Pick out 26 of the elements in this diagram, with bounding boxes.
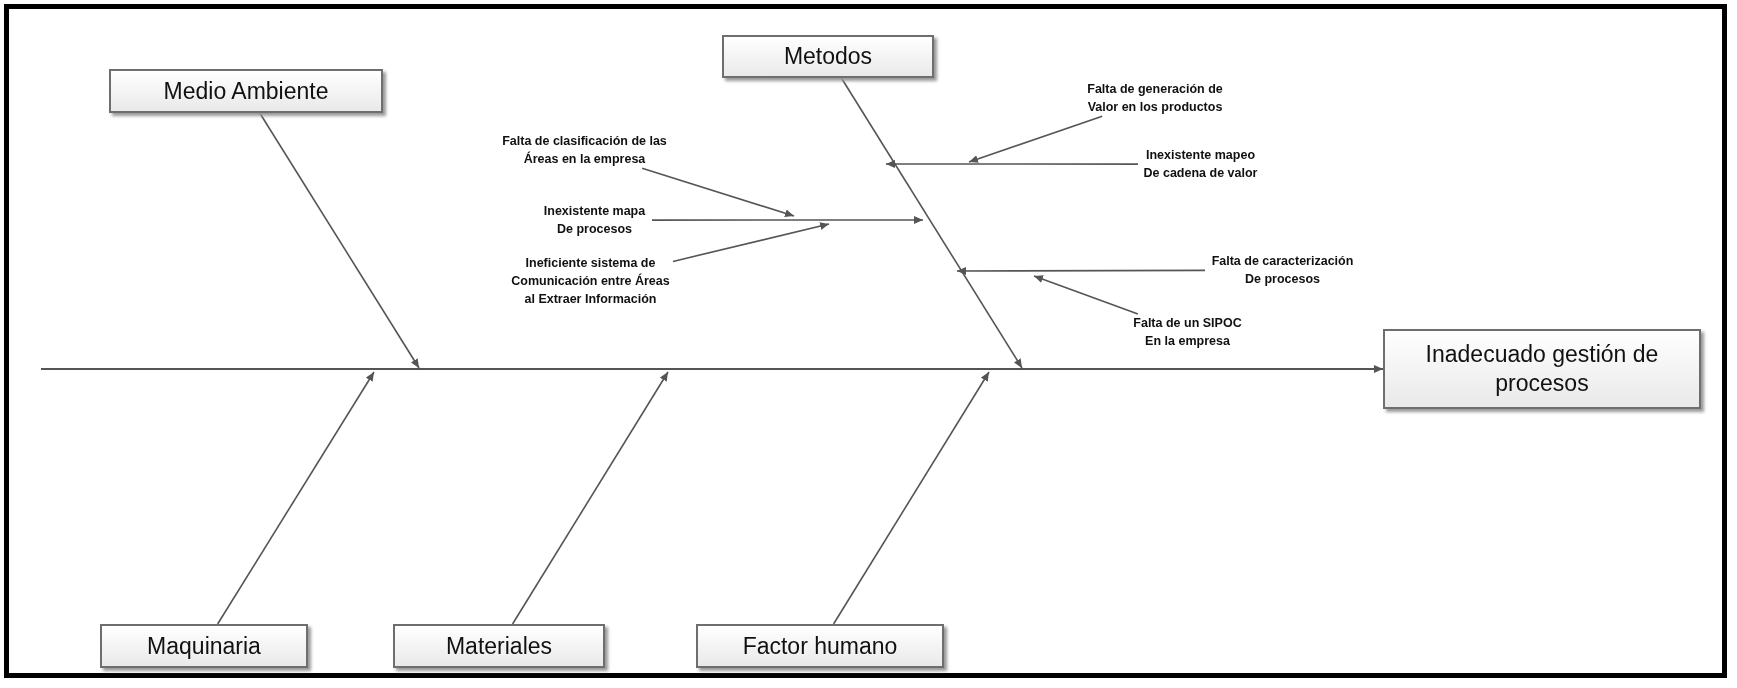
arrow bbox=[511, 371, 669, 625]
category-box: Factor humano bbox=[696, 624, 944, 668]
arrow bbox=[216, 371, 375, 625]
category-box: Medio Ambiente bbox=[109, 69, 383, 113]
cause-text: Inexistente mapeo De cadena de valor bbox=[1138, 146, 1263, 183]
arrow bbox=[1033, 275, 1139, 315]
arrow bbox=[651, 216, 924, 224]
cause-text: Falta de un SIPOC En la empresa bbox=[1130, 314, 1245, 351]
arrow bbox=[258, 112, 420, 369]
arrow bbox=[40, 365, 1384, 373]
arrow bbox=[885, 160, 1139, 168]
arrow bbox=[956, 267, 1206, 275]
cause-text: Inexistente mapa De procesos bbox=[537, 202, 652, 239]
arrow bbox=[641, 167, 795, 218]
category-box: Metodos bbox=[722, 35, 934, 78]
cause-text: Falta de generación de Valor en los productos bbox=[1080, 80, 1230, 117]
arrow bbox=[840, 77, 1023, 369]
category-box: Maquinaria bbox=[100, 624, 308, 668]
cause-text: Falta de clasificación de las Áreas en la empresa bbox=[492, 132, 677, 169]
effect-box: Inadecuado gestión de procesos bbox=[1383, 329, 1701, 409]
cause-text: Falta de caracterización De procesos bbox=[1205, 252, 1360, 289]
arrow bbox=[832, 371, 990, 625]
arrow bbox=[672, 222, 830, 263]
arrow bbox=[968, 115, 1103, 163]
category-box: Materiales bbox=[393, 624, 605, 668]
cause-text: Ineficiente sistema de Comunicación entre Áreas al Extraer Información bbox=[508, 254, 673, 309]
